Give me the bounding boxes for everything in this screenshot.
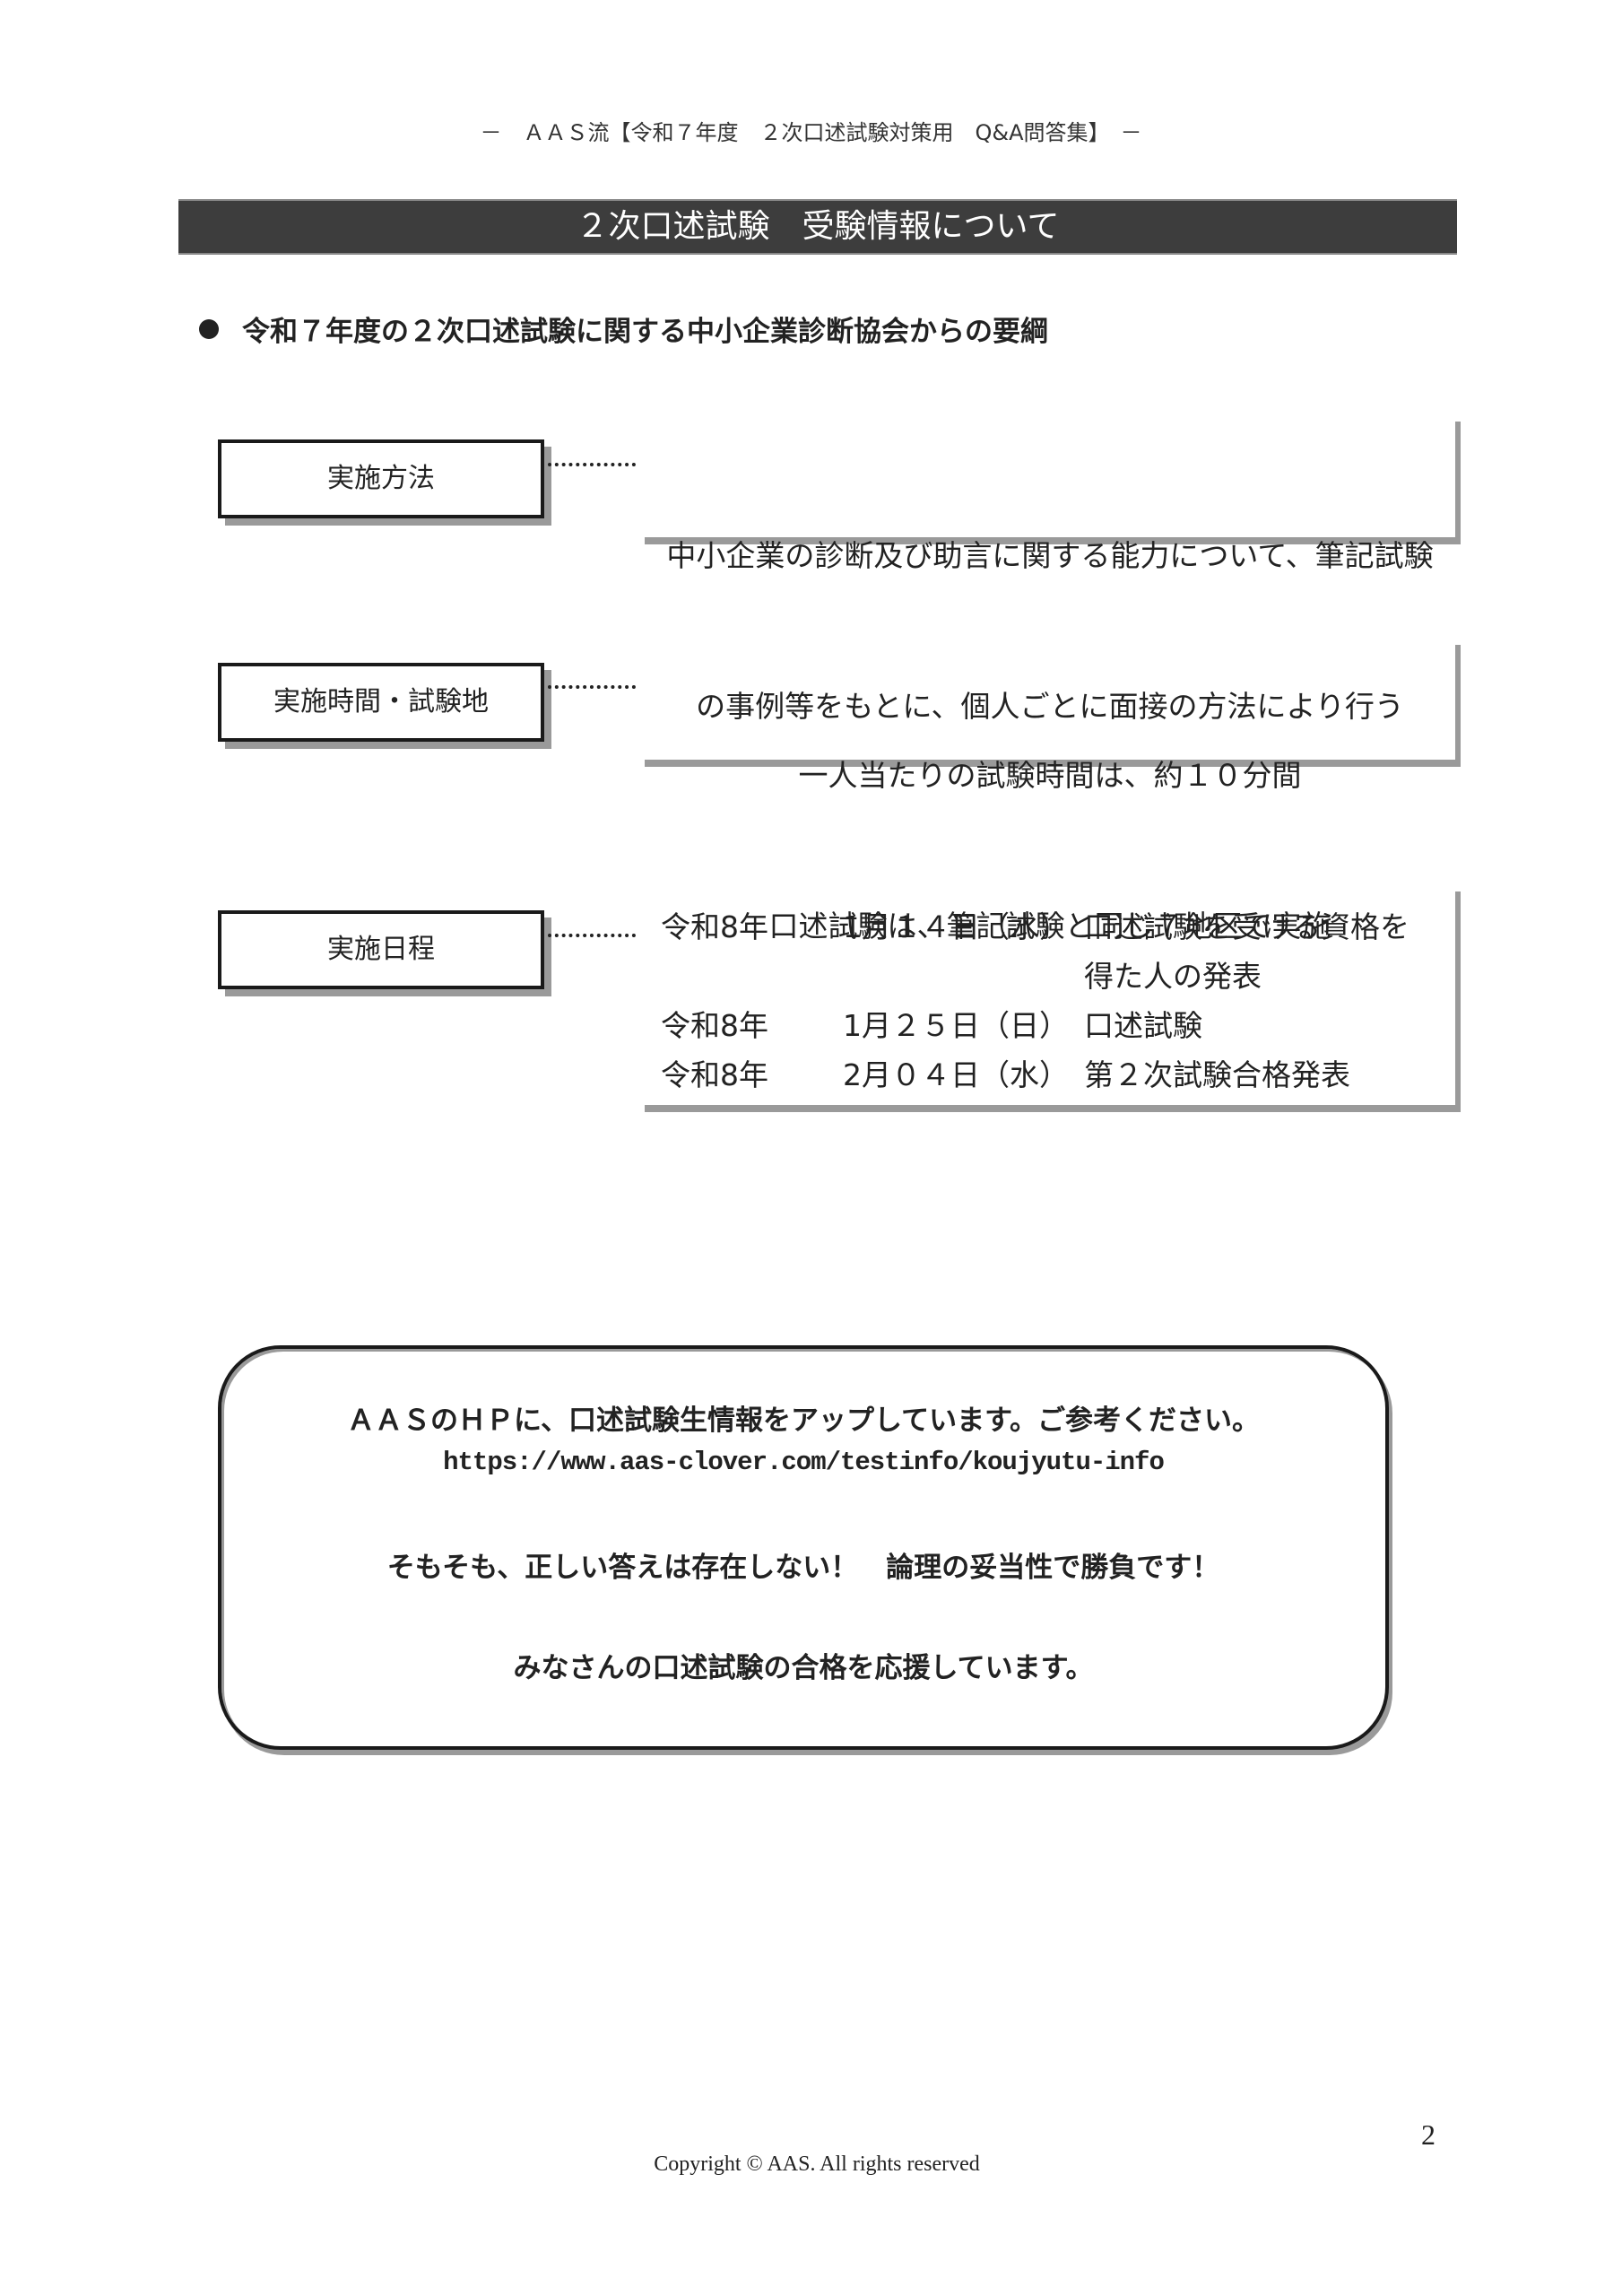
schedule-year: 令和8年 — [661, 909, 768, 944]
panel-method: 中小企業の診断及び助言に関する能力について、筆記試験 の事例等をもとに、個人ごと… — [645, 422, 1461, 724]
notice-line-2: そもそも、正しい答えは存在しない！ 論理の妥当性で勝負です！ — [386, 1552, 1220, 1584]
dotted-connector — [548, 685, 636, 689]
panel-schedule — [645, 891, 1461, 1112]
schedule-date: 2月０４日（水） — [843, 1057, 1069, 1092]
method-line-2: の事例等をもとに、個人ごとに面接の方法により行う — [696, 689, 1404, 724]
running-header: － ＡＡＳ流【令和７年度 ２次口述試験対策用 Q&A問答集】 － — [480, 120, 1142, 145]
label-time-place: 実施時間・試験地 — [218, 663, 544, 742]
schedule-date: 1月２５日（日） — [843, 1008, 1069, 1043]
schedule-desc: 口述試験を受ける資格を — [1084, 909, 1409, 944]
schedule-date: 1月１４日（水） — [843, 909, 1069, 944]
schedule-desc: 第２次試験合格発表 — [1084, 1057, 1350, 1092]
label-method: 実施方法 — [218, 439, 544, 518]
panel-time-place: 一人当たりの試験時間は、約１０分間 口述試験は、筆記試験と同じ７地区で実施 — [645, 645, 1461, 944]
notice-line-3: みなさんの口述試験の合格を応援しています。 — [513, 1652, 1094, 1684]
method-line-1: 中小企業の診断及び助言に関する能力について、筆記試験 — [666, 538, 1434, 573]
time-line-2: 口述試験は、筆記試験と同じ７地区で実施 — [768, 909, 1331, 944]
section-title: ２次口述試験 受験情報について — [178, 199, 1457, 255]
bullet-heading: 令和７年度の２次口述試験に関する中小企業診断協会からの要綱 — [199, 309, 1048, 349]
notice-box — [218, 1345, 1389, 1750]
schedule-desc-cont: 得た人の発表 — [1084, 959, 1262, 994]
copyright: Copyright © AAS. All rights reserved — [654, 2152, 980, 2176]
notice-line-1: ＡＡＳのＨＰに、口述試験生情報をアップしています。ご参考ください。 — [346, 1405, 1261, 1437]
page-number: 2 — [1421, 2118, 1436, 2151]
label-schedule: 実施日程 — [218, 910, 544, 989]
time-line-1: 一人当たりの試験時間は、約１０分間 — [798, 758, 1302, 793]
notice-url-link[interactable]: https://www.aas-clover.com/testinfo/kouj… — [443, 1448, 1165, 1477]
bullet-heading-text: 令和７年度の２次口述試験に関する中小企業診断協会からの要綱 — [242, 316, 1048, 348]
schedule-year: 令和8年 — [661, 1057, 768, 1092]
schedule-desc: 口述試験 — [1084, 1008, 1202, 1043]
dotted-connector — [548, 934, 636, 937]
schedule-year: 令和8年 — [661, 1008, 768, 1043]
bullet-dot-icon — [199, 318, 219, 339]
dotted-connector — [548, 463, 636, 466]
